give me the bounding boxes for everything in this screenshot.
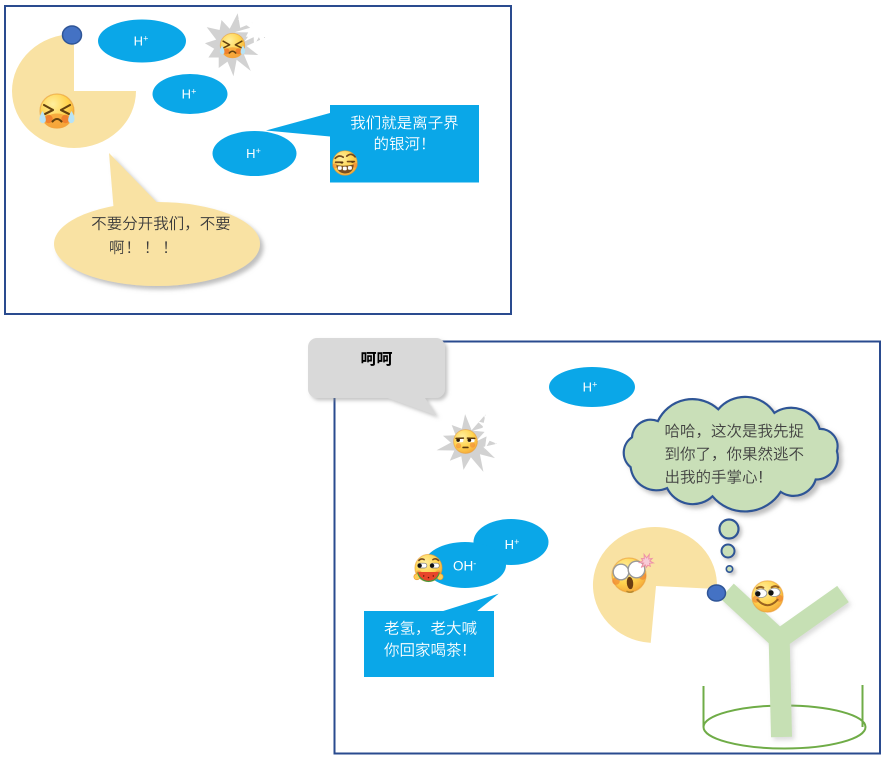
svg-text:!: ! (759, 469, 764, 487)
svg-text:!: ! (463, 642, 468, 660)
svg-text:OH-: OH- (453, 559, 476, 574)
